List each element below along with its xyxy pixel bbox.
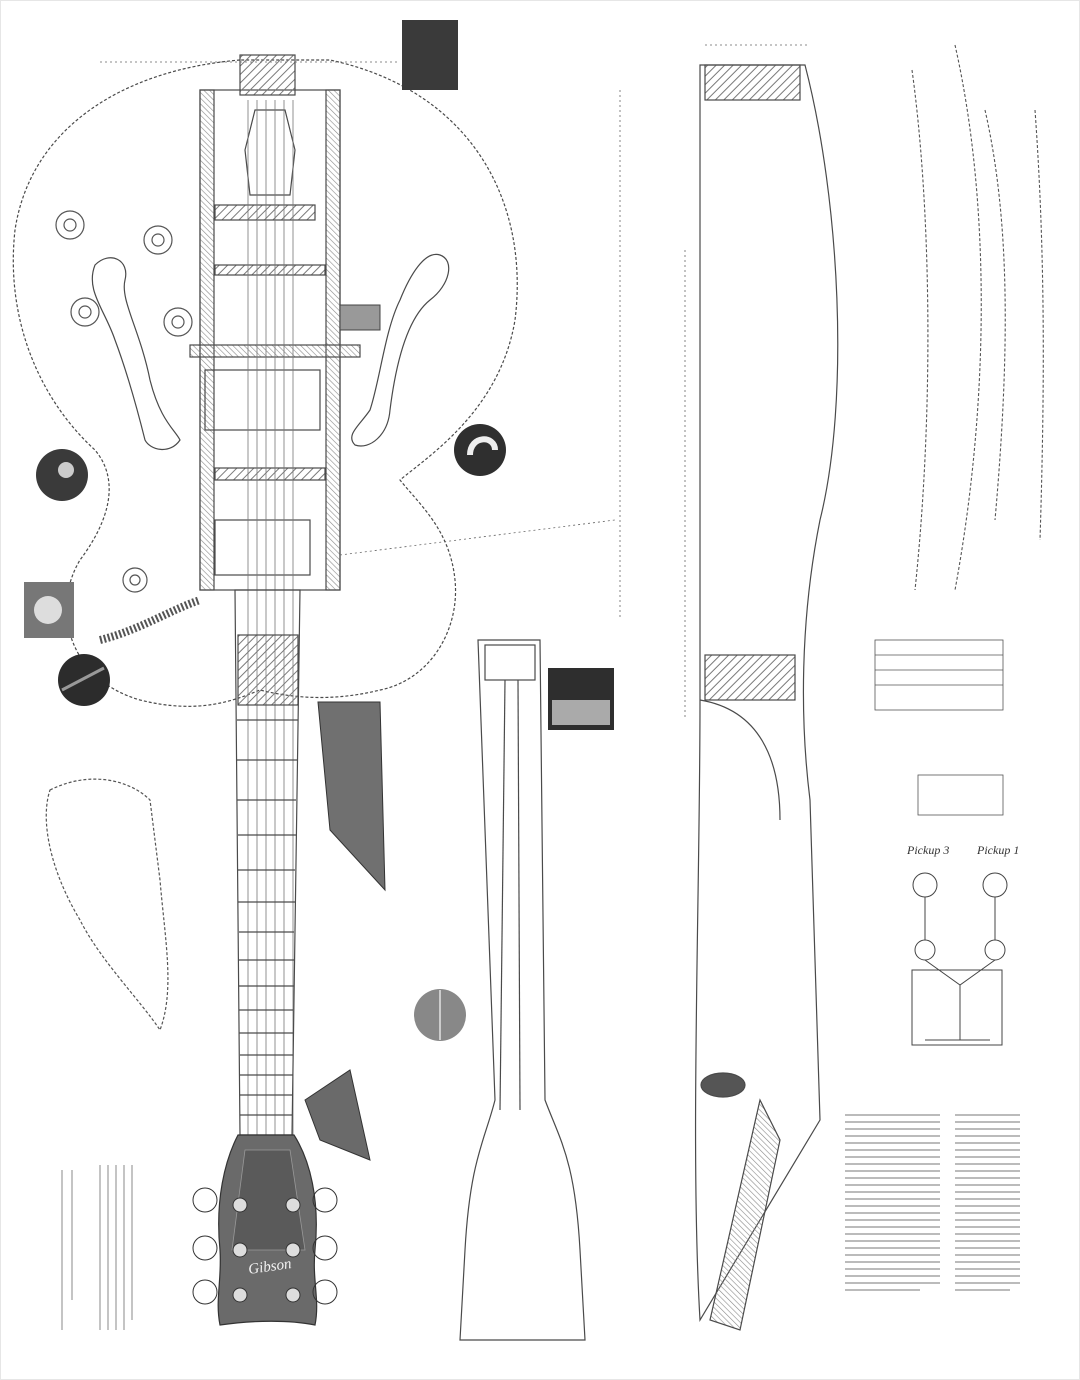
instructions-text-block bbox=[845, 1114, 1020, 1291]
headstock bbox=[217, 1134, 318, 1326]
photo-inset-small bbox=[339, 304, 381, 331]
f-hole-left bbox=[91, 257, 181, 450]
tuners bbox=[192, 1187, 338, 1305]
dimension-lines bbox=[100, 44, 810, 720]
neck-plan bbox=[459, 639, 586, 1341]
arch-profiles bbox=[911, 44, 1044, 591]
spec-table bbox=[874, 639, 1004, 816]
control-knobs bbox=[55, 210, 193, 593]
nut-photo bbox=[304, 1069, 371, 1161]
pickguard bbox=[45, 778, 169, 1032]
detail-photo-4 bbox=[454, 424, 506, 476]
wiring-diagram bbox=[911, 872, 1008, 1046]
body-outline bbox=[12, 59, 518, 707]
title-block-text bbox=[61, 1165, 133, 1330]
side-profile bbox=[694, 64, 839, 1331]
photo-inset-top bbox=[402, 20, 458, 90]
neck bbox=[234, 589, 301, 1136]
neck-joint-photo bbox=[317, 701, 386, 892]
strings bbox=[247, 100, 294, 1140]
wiring-label-left: Pickup 3 bbox=[907, 843, 950, 857]
f-hole-right bbox=[351, 253, 450, 447]
center-block bbox=[199, 54, 341, 591]
wiring-label-right: Pickup 1 bbox=[977, 843, 1020, 857]
